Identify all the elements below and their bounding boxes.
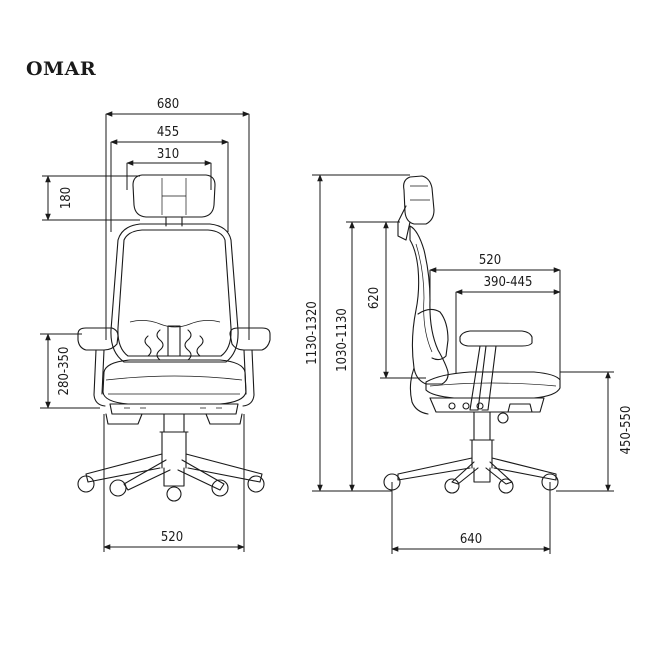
dim-620: 620 [367, 287, 382, 309]
front-view-chair [77, 174, 271, 502]
dim-450-550: 450-550 [619, 406, 634, 455]
dim-180: 180 [59, 187, 74, 209]
dim-1130-1320: 1130-1320 [305, 301, 320, 365]
front-dimensions: 680 455 310 180 280-350 520 [40, 97, 250, 552]
dim-520-seat: 520 [479, 253, 501, 268]
dim-1030-1130: 1030-1130 [335, 308, 350, 372]
dim-680: 680 [157, 97, 179, 112]
dim-455: 455 [157, 125, 179, 140]
dim-280-350: 280-350 [57, 347, 72, 396]
side-view-chair [383, 175, 561, 494]
dim-390-445: 390-445 [484, 275, 533, 290]
product-title: OMAR [26, 58, 97, 80]
dim-310: 310 [157, 147, 179, 162]
dim-520-base: 520 [161, 530, 183, 545]
side-dimensions: 1130-1320 1030-1130 620 520 390-445 4 [305, 174, 634, 554]
dim-640: 640 [460, 532, 482, 547]
